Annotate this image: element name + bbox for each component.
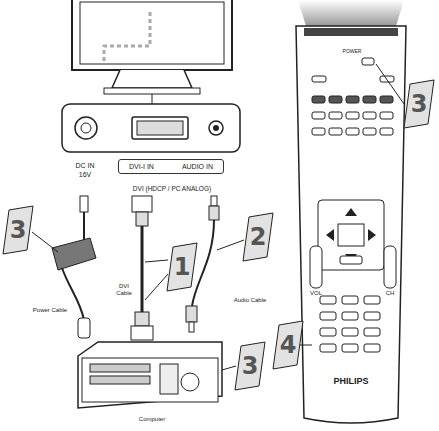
callout-number: 3 xyxy=(242,353,259,379)
remote-button xyxy=(312,112,325,119)
remote-button xyxy=(329,96,342,103)
remote-button xyxy=(312,128,325,135)
number-key xyxy=(320,328,336,336)
part-label: POWER xyxy=(343,49,362,55)
callout-frame xyxy=(167,243,197,291)
remote-button xyxy=(346,112,359,119)
number-key xyxy=(364,296,380,304)
remote-button xyxy=(363,128,376,135)
part-label: PHILIPS xyxy=(333,377,368,387)
part-label: VOL xyxy=(310,290,322,297)
callout-number: 3 xyxy=(10,217,27,243)
remote-button xyxy=(346,128,359,135)
callout-frame xyxy=(235,342,265,390)
part-label: 16V xyxy=(79,171,91,179)
number-key xyxy=(342,296,358,304)
remote-button xyxy=(329,112,342,119)
number-key xyxy=(342,328,358,336)
number-key xyxy=(320,344,336,352)
number-key xyxy=(320,312,336,320)
part-label: Computer xyxy=(139,416,165,423)
callout-frame xyxy=(273,321,303,369)
part-label: DC IN xyxy=(75,162,94,170)
callout-frame xyxy=(243,213,273,261)
remote-button xyxy=(346,96,359,103)
remote-button xyxy=(312,96,325,103)
callout-number: 3 xyxy=(411,91,428,117)
callout-frame xyxy=(3,206,33,254)
number-key xyxy=(364,344,380,352)
number-key xyxy=(342,312,358,320)
remote-button xyxy=(363,112,376,119)
part-label: DVI (HDCP / PC ANALOG) xyxy=(133,185,211,192)
remote-button xyxy=(380,96,393,103)
remote-button xyxy=(329,128,342,135)
number-key xyxy=(364,328,380,336)
remote-button xyxy=(380,112,393,119)
remote-button xyxy=(363,96,376,103)
number-key xyxy=(342,344,358,352)
part-label: Audio Cable xyxy=(234,297,267,304)
port-label: DVI-I IN xyxy=(129,163,154,170)
part-label: Power Cable xyxy=(33,307,67,314)
callout-number: 1 xyxy=(174,254,191,280)
callout-frame xyxy=(404,80,434,128)
number-key xyxy=(364,312,380,320)
callout-number: 4 xyxy=(280,332,297,358)
part-label: CH xyxy=(386,290,395,297)
part-label: DVI Cable xyxy=(114,283,134,296)
port-label-box: DVI-I IN AUDIO IN xyxy=(118,159,224,174)
port-label: AUDIO IN xyxy=(182,163,213,170)
number-key xyxy=(320,296,336,304)
remote-button xyxy=(380,128,393,135)
callout-number: 2 xyxy=(250,224,267,250)
